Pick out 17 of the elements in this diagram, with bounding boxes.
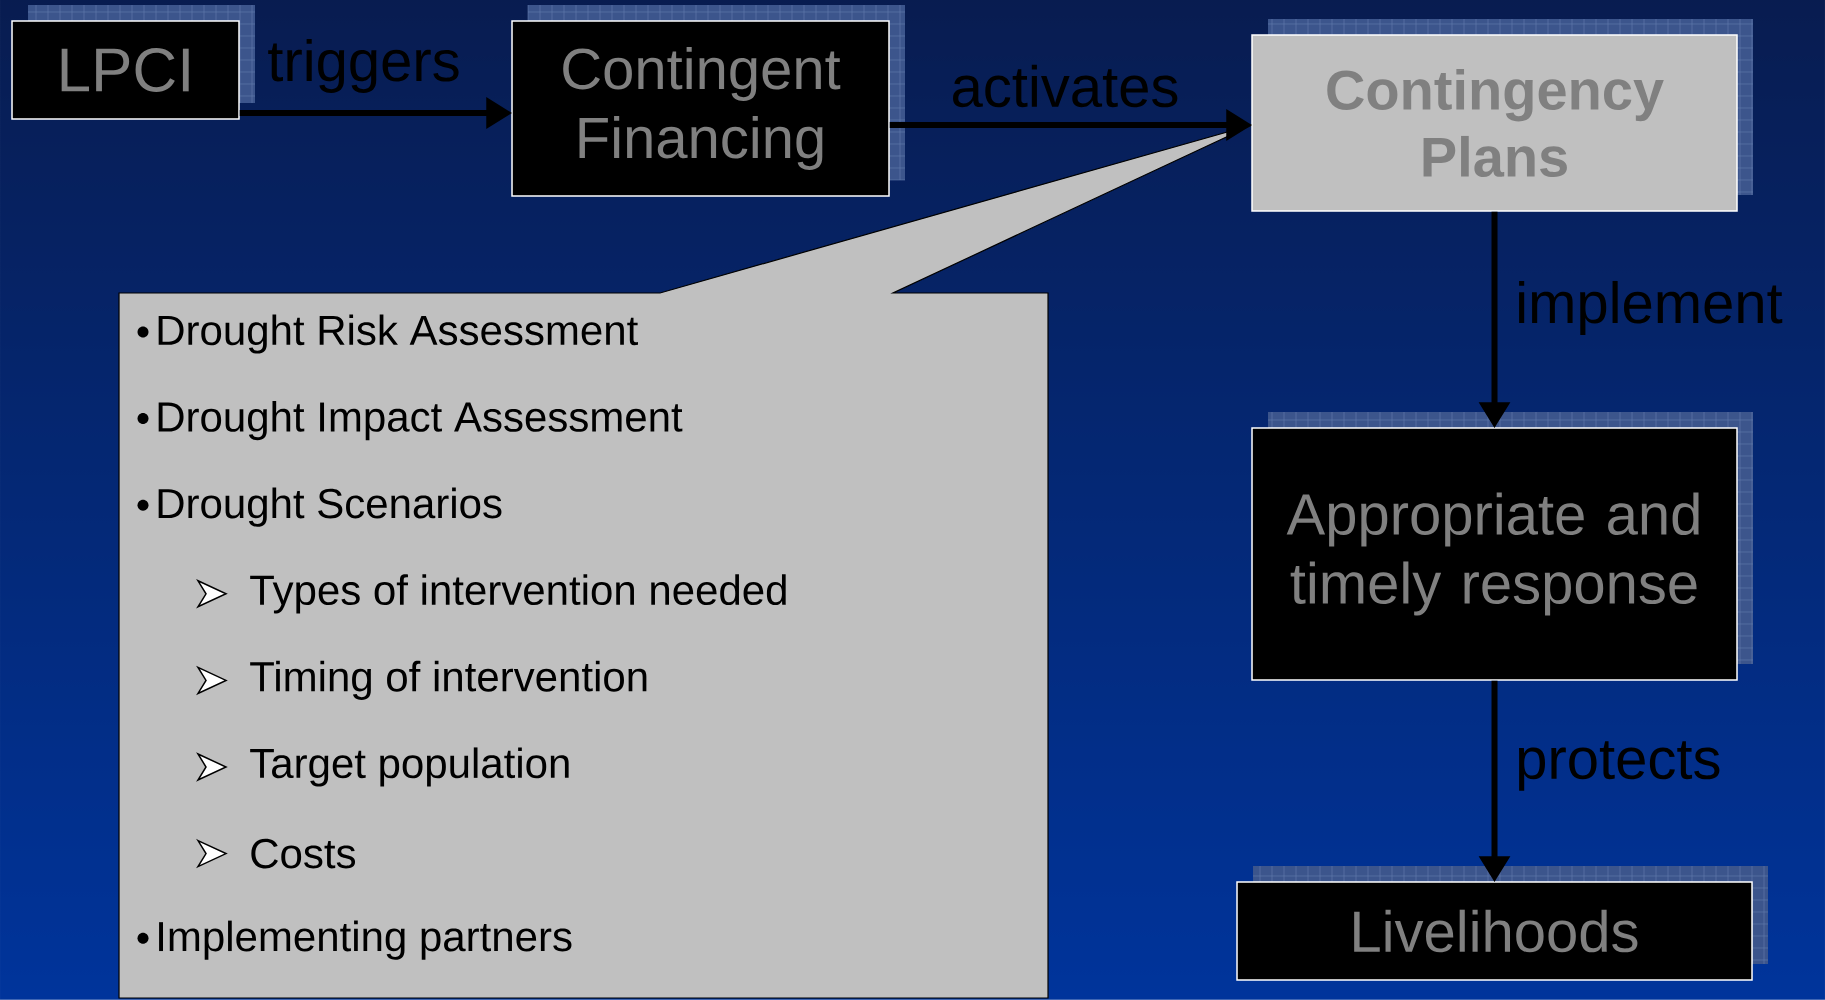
plan-box: Contingency Plans [1251, 34, 1738, 212]
process-box: Livelihoods [1236, 881, 1753, 981]
bullet-item: Types of intervention needed [250, 574, 786, 614]
bullet-item: Drought Scenarios [158, 487, 502, 527]
edge-label: implement [1519, 280, 1783, 335]
process-box: Appropriate and timely response [1251, 427, 1738, 681]
edge-label: triggers [268, 38, 459, 93]
bullet-item: Drought Risk Assessment [158, 314, 638, 354]
bullet-item: Implementing partners [159, 920, 572, 960]
bullet-item: Drought Impact Assessment [158, 401, 683, 441]
bullet-item: Target population [250, 747, 569, 787]
process-box: LPCI [11, 20, 240, 120]
process-box: Contingent Financing [511, 20, 890, 197]
edge-label: activates [953, 64, 1178, 108]
edge-label: protects [1518, 741, 1720, 791]
bullet-item: Costs [251, 838, 356, 869]
bullet-item: Timing of intervention [250, 660, 647, 700]
